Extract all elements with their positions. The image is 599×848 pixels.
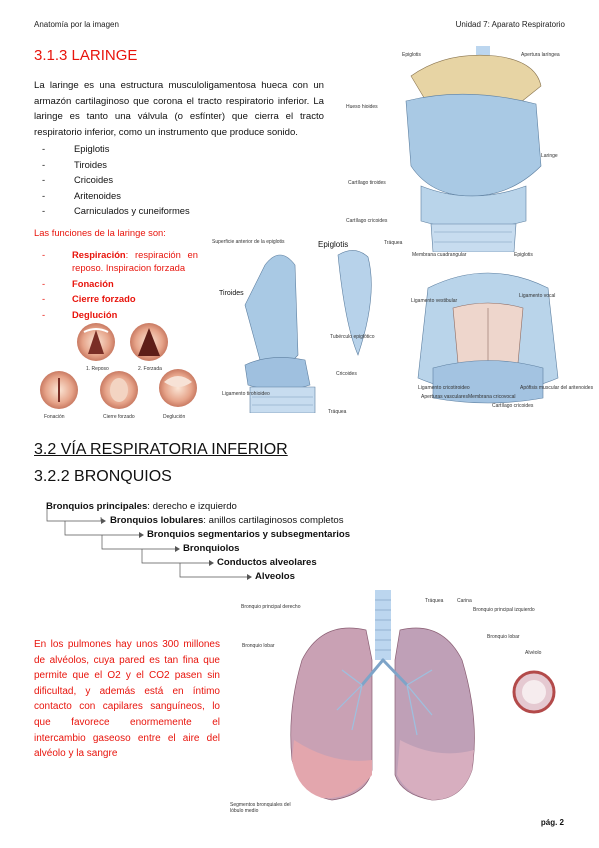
label-lobar-bronchus: Bronquio lobar	[487, 634, 520, 640]
label-hyoid: Hueso hioides	[346, 104, 378, 110]
label-thyroid-cartilage: Cartílago tiroides	[348, 180, 386, 186]
section-title-lower-airway: 3.2 VÍA RESPIRATORIA INFERIOR	[34, 441, 288, 458]
glottis-label: 2. Forzada	[138, 366, 162, 372]
functions-list: -Respiración: respiración en reposo. Ins…	[42, 248, 198, 321]
label-middle-lobe-segments: Segmentos bronquiales del lóbulo medio	[230, 802, 291, 814]
label-cricothyroid-ligament: Ligamento cricotiroideo	[418, 385, 470, 391]
label-trachea: Tráquea	[384, 240, 403, 246]
functions-title: Las funciones de la laringe son:	[34, 227, 166, 238]
list-item: -Tiroides	[42, 158, 107, 170]
page-number: pág. 2	[540, 818, 564, 827]
label-left-main-bronchus: Bronquio principal izquierdo	[473, 607, 535, 613]
label-epiglottic-tubercle: Tubérculo epiglótico	[330, 334, 375, 340]
glottis-label: Fonación	[44, 414, 65, 420]
list-item: -Cricoides	[42, 174, 114, 185]
glottis-cierre	[100, 371, 138, 409]
header-right: Unidad 7: Aparato Respiratorio	[455, 20, 565, 29]
label-trachea: Tráquea	[328, 409, 347, 415]
label-trachea: Tráquea	[425, 598, 444, 604]
cascade-item: Conductos alveolares	[217, 557, 317, 568]
cartilage-illustration	[244, 250, 372, 413]
list-item: -Carniculados y cuneiformes	[42, 205, 190, 216]
label-arytenoid-process: Apófisis muscular del aritenoides	[520, 385, 594, 391]
label-epiglottis: Epiglotis	[402, 52, 421, 58]
label-epiglottis: Epiglotis	[514, 252, 533, 258]
alveolus-inset	[512, 670, 556, 714]
bronchi-cascade-arrows	[46, 508, 252, 580]
label-alveolus: Alvéolo	[525, 650, 542, 656]
label-larynx: Laringe	[541, 153, 558, 159]
glottis-fonacion	[40, 371, 78, 409]
label-right-main-bronchus: Bronquio principal derecho	[241, 604, 301, 610]
list-item: -Aritenoides	[42, 189, 121, 201]
vocal-ligament-illustration	[417, 272, 559, 404]
lungs-illustration	[232, 590, 572, 822]
label-cricoid-cartilage: Cartílago cricoides	[492, 403, 534, 409]
alveoli-text: En los pulmones hay unos 300 millones de…	[34, 639, 220, 760]
glottis-illustrations	[40, 323, 197, 409]
list-item: -Cierre forzado	[42, 293, 136, 305]
label-vascular-apertures: Aperturas vasculares	[421, 394, 468, 400]
cascade-item: Bronquiolos	[183, 543, 240, 554]
label-cricoid: Cricoides	[336, 371, 357, 377]
glottis-label: 1. Reposo	[86, 366, 109, 372]
glottis-label: Deglución	[163, 414, 186, 420]
larynx-illustration	[405, 46, 542, 252]
label-thyrohyoid-ligament: Ligamento tirohioideo	[222, 391, 270, 397]
larynx-intro: La laringe es una estructura musculoliga…	[34, 80, 324, 138]
label-cricovocal-membrane: Membrana cricovocal	[468, 394, 516, 400]
glottis-label: Cierre forzado	[103, 414, 135, 420]
header-left: Anatomía por la imagen	[34, 20, 119, 29]
label-epiglottis-anterior: Superficie anterior de la epiglotis	[212, 239, 285, 245]
cartilage-list: -Epiglotis -Tiroides -Cricoides -Ariteno…	[42, 141, 282, 219]
cascade-item: Bronquios segmentarios y subsegmentarios	[147, 529, 351, 540]
glottis-forzada	[130, 323, 168, 361]
label-carina: Carina	[457, 598, 472, 604]
label-quadrangular-membrane: Membrana cuadrangular	[412, 252, 467, 258]
label-cricoid-cartilage: Cartílago cricoides	[346, 218, 388, 224]
label-epiglottis: Epiglotis	[318, 240, 349, 249]
list-item: -Deglución	[42, 308, 118, 320]
section-title-larynx: 3.1.3 LARINGE	[34, 47, 138, 64]
list-item: -Fonación	[42, 277, 114, 289]
label-lobar-bronchus: Bronquio lobar	[242, 643, 275, 649]
label-thyroid: Tiroides	[219, 290, 244, 297]
list-item: -Epiglotis	[42, 143, 110, 154]
cascade-item: Bronquios lobulares: anillos cartilagino…	[110, 515, 344, 526]
label-vestibular-ligament: Ligamento vestibular	[411, 298, 458, 304]
glottis-deglucion	[159, 369, 197, 407]
cascade-item: Alveolos	[255, 571, 295, 582]
label-vocal-ligament: Ligamento vocal	[519, 293, 556, 299]
cascade-item: Bronquios principales: derecho e izquier…	[46, 501, 237, 512]
list-item: -Respiración: respiración en reposo. Ins…	[42, 249, 198, 274]
glottis-reposo	[77, 323, 115, 361]
label-laryngeal-aperture: Apertura laríngea	[521, 52, 560, 58]
section-subtitle-bronchi: 3.2.2 BRONQUIOS	[34, 468, 172, 485]
